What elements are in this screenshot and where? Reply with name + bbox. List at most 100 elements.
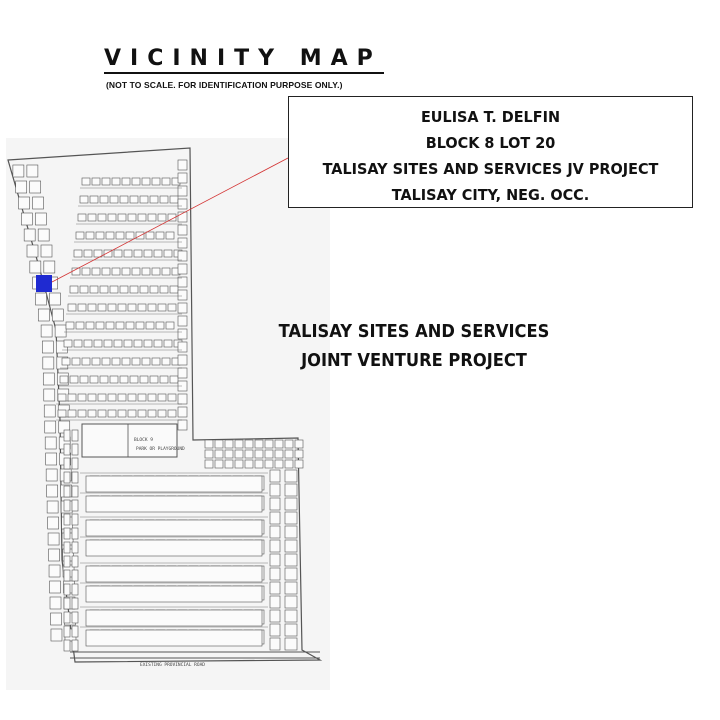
lot xyxy=(294,439,304,449)
lot xyxy=(97,213,107,222)
lot xyxy=(121,177,131,186)
lot xyxy=(234,449,244,459)
lot xyxy=(63,499,71,512)
lot xyxy=(145,321,155,330)
lot xyxy=(35,292,47,306)
lot xyxy=(71,583,79,596)
project-label-line2: JOINT VENTURE PROJECT xyxy=(301,351,527,371)
lot xyxy=(161,177,171,186)
north-lot-blocks xyxy=(12,159,188,642)
lot xyxy=(284,449,294,459)
lot xyxy=(224,449,234,459)
lot xyxy=(99,375,109,384)
highlighted-lot-block8-lot20[interactable] xyxy=(36,275,52,292)
lot xyxy=(77,213,87,222)
lot xyxy=(71,499,79,512)
lot xyxy=(117,213,127,222)
lot xyxy=(284,637,298,651)
lot xyxy=(165,231,175,240)
lot xyxy=(50,612,62,626)
lot xyxy=(254,439,264,449)
lot xyxy=(97,393,107,402)
lot xyxy=(81,177,91,186)
lot xyxy=(21,212,33,226)
lot xyxy=(91,357,101,366)
lot xyxy=(71,485,79,498)
lot xyxy=(141,177,151,186)
lot xyxy=(284,483,298,497)
lot xyxy=(73,339,83,348)
lot xyxy=(153,339,163,348)
lot xyxy=(91,177,101,186)
lot xyxy=(264,459,274,469)
lot xyxy=(63,457,71,470)
lot xyxy=(204,439,214,449)
lot xyxy=(151,357,161,366)
lot xyxy=(71,443,79,456)
lot xyxy=(71,611,79,624)
lot xyxy=(129,375,139,384)
lot xyxy=(101,357,111,366)
lot xyxy=(137,303,147,312)
lot xyxy=(44,420,57,434)
lot xyxy=(244,449,254,459)
lot xyxy=(42,340,54,354)
lot xyxy=(121,357,131,366)
lot xyxy=(63,555,71,568)
lot xyxy=(159,285,169,294)
lot xyxy=(12,164,25,178)
project-label-line1: TALISAY SITES AND SERVICES xyxy=(278,322,550,342)
lot xyxy=(254,449,264,459)
lot xyxy=(269,497,281,511)
lot xyxy=(177,315,188,327)
lot xyxy=(269,609,281,623)
lot xyxy=(269,539,281,553)
south-lot-blocks xyxy=(63,429,304,652)
lot xyxy=(129,285,139,294)
lot xyxy=(79,195,89,204)
lot xyxy=(151,177,161,186)
lot xyxy=(47,516,59,530)
lot xyxy=(63,569,71,582)
lot xyxy=(177,263,188,275)
lot xyxy=(165,321,175,330)
lot xyxy=(123,339,133,348)
pointer-line xyxy=(51,157,289,283)
lot xyxy=(57,409,67,418)
lot xyxy=(87,409,97,418)
lot xyxy=(167,393,177,402)
lot xyxy=(131,267,141,276)
lot xyxy=(157,213,167,222)
lot xyxy=(69,375,79,384)
lot xyxy=(32,196,44,210)
lot xyxy=(224,439,234,449)
lot xyxy=(147,213,157,222)
lot xyxy=(26,164,39,178)
lot xyxy=(264,439,274,449)
lot xyxy=(284,609,298,623)
lot xyxy=(284,497,298,511)
lot xyxy=(269,567,281,581)
lot xyxy=(294,459,304,469)
lot xyxy=(147,303,157,312)
lot xyxy=(105,231,115,240)
lot xyxy=(163,339,173,348)
lot xyxy=(137,213,147,222)
lot xyxy=(264,449,274,459)
lot xyxy=(284,595,298,609)
lot xyxy=(63,485,71,498)
lot xyxy=(151,267,161,276)
lot xyxy=(167,213,177,222)
lot xyxy=(71,625,79,638)
lot xyxy=(284,539,298,553)
lot xyxy=(29,180,42,194)
lot xyxy=(204,449,214,459)
lot xyxy=(119,285,129,294)
lot xyxy=(159,195,169,204)
lot xyxy=(89,195,99,204)
lot xyxy=(67,409,77,418)
lot xyxy=(234,459,244,469)
lot xyxy=(115,321,125,330)
lot xyxy=(45,468,58,482)
lot xyxy=(125,321,135,330)
